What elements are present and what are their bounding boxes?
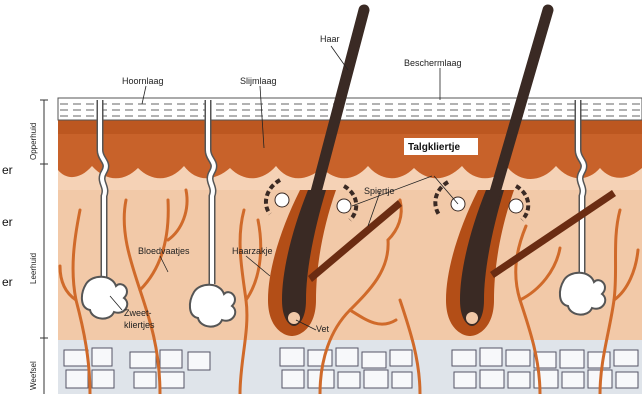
label-beschermlaag: Beschermlaag [404, 58, 462, 68]
layer-label-leerhuid: Leerhuid [29, 253, 38, 284]
label-zweetkliertjes-2: kliertjes [124, 320, 155, 330]
label-bloedvaatjes: Bloedvaatjes [138, 246, 190, 256]
label-slijmlaag: Slijmlaag [240, 76, 277, 86]
horny-layer [58, 98, 642, 120]
label-talgkliertje: Talgkliertje [408, 142, 460, 153]
cropped-text-2: er [2, 215, 13, 229]
cropped-text-1: er [2, 163, 13, 177]
label-spiertje: Spiertje [364, 186, 395, 196]
label-vet: Vet [316, 324, 330, 334]
layer-label-weefsel: Weefsel [29, 361, 38, 390]
label-hoornlaag: Hoornlaag [122, 76, 164, 86]
label-haar: Haar [320, 34, 340, 44]
label-haarzakje: Haarzakje [232, 246, 273, 256]
layer-label-opperhuid: Opperhuid [29, 123, 38, 160]
label-zweetkliertjes-1: Zweet- [124, 308, 152, 318]
cropped-text-3: er [2, 275, 13, 289]
